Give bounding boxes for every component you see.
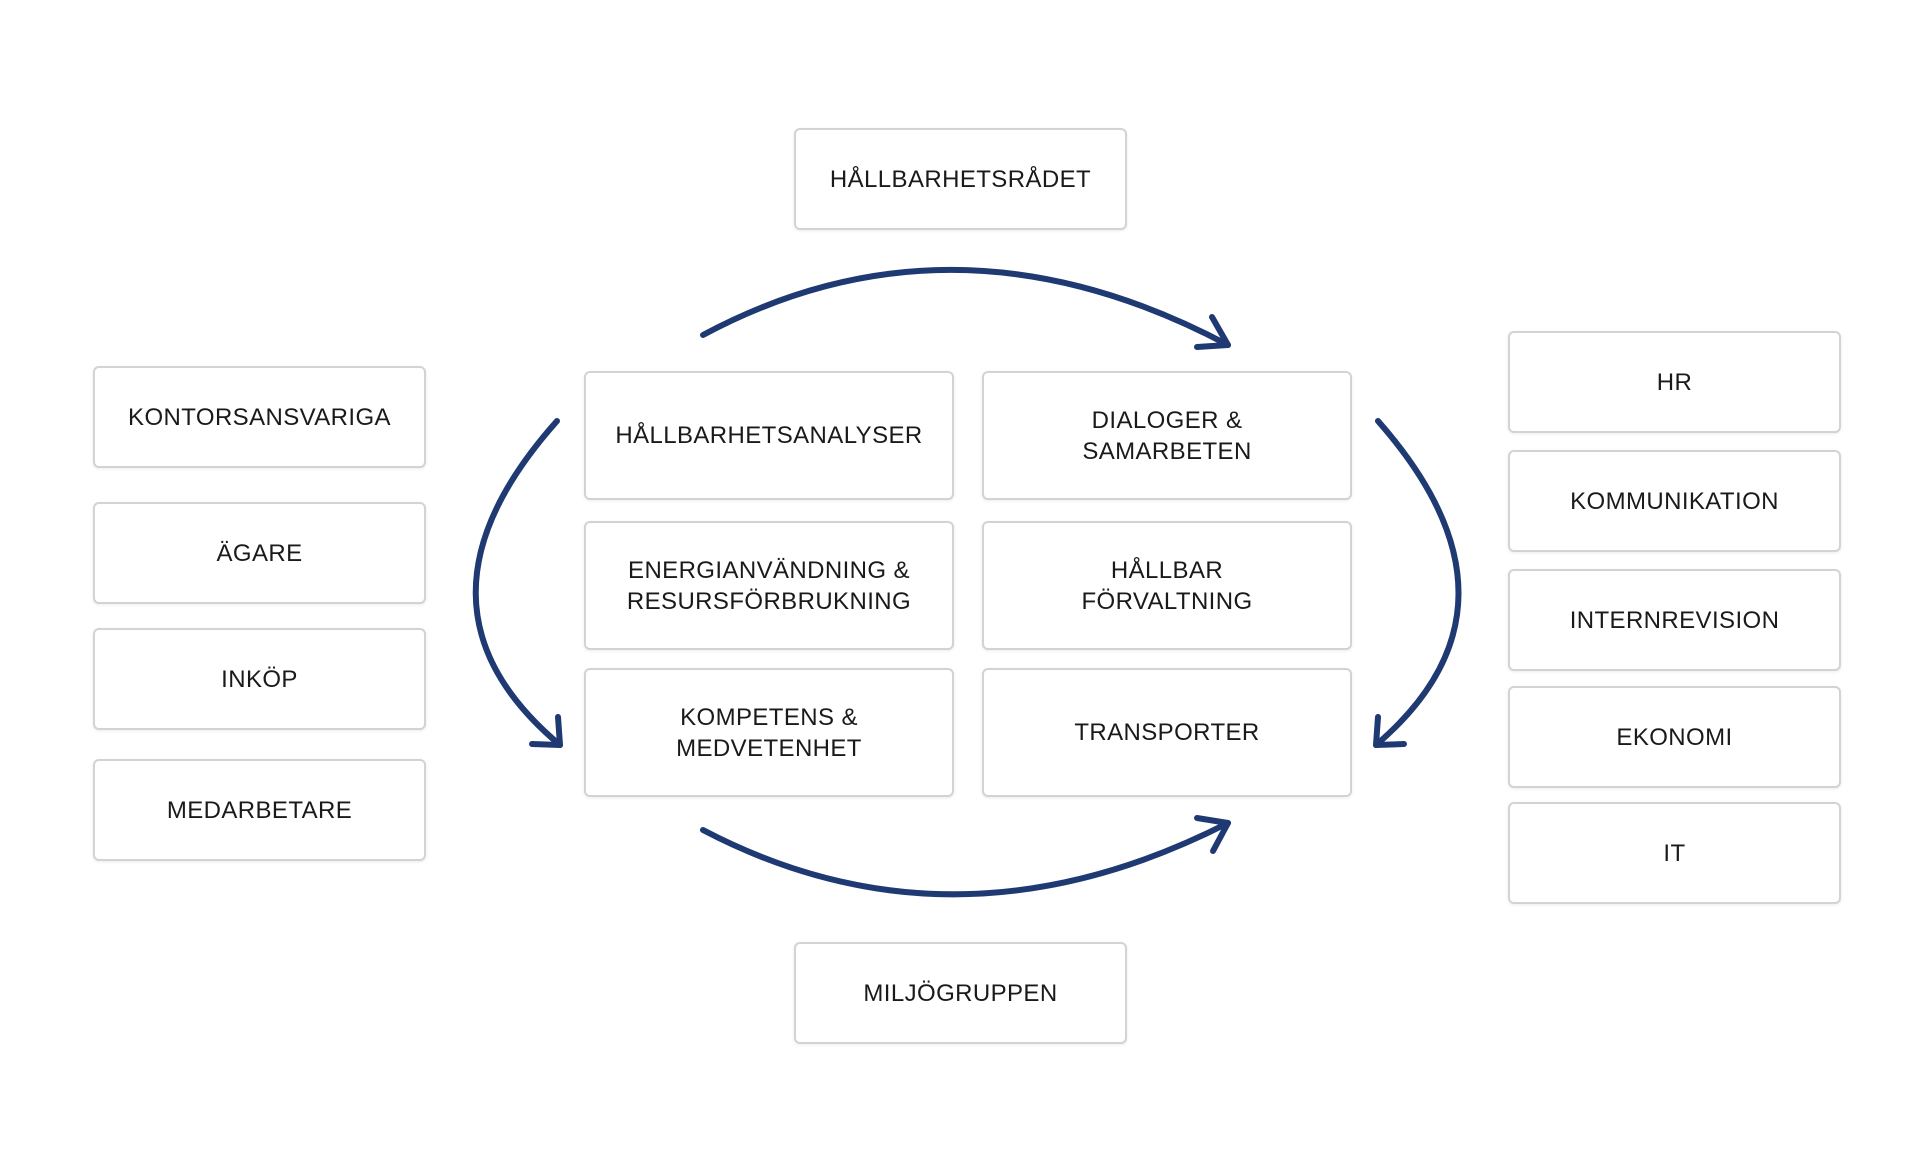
medarbetare-box: MEDARBETARE — [93, 759, 426, 861]
ekonomi-box: EKONOMI — [1508, 686, 1841, 788]
inkop-box: INKÖP — [93, 628, 426, 730]
kompetens-medvetenhet-box: KOMPETENS & MEDVETENHET — [584, 668, 954, 797]
energianvandning-box: ENERGIANVÄNDNING & RESURSFÖRBRUKNING — [584, 521, 954, 650]
kompetens-medvetenhet-label: KOMPETENS & MEDVETENHET — [676, 703, 862, 762]
agare-label: ÄGARE — [216, 539, 303, 567]
internrevision-box: INTERNREVISION — [1508, 569, 1841, 671]
arrow-right — [1373, 418, 1462, 748]
kontorsansvariga-box: KONTORSANSVARIGA — [93, 366, 426, 468]
it-label: IT — [1663, 839, 1686, 867]
dialoger-samarbeten-box: DIALOGER & SAMARBETEN — [982, 371, 1352, 500]
arrow-top — [700, 267, 1231, 348]
hallbarhetsanalyser-box: HÅLLBARHETSANALYSER — [584, 371, 954, 500]
arrow-left — [472, 418, 563, 748]
hallbarhetsanalyser-label: HÅLLBARHETSANALYSER — [615, 422, 923, 449]
hallbar-forvaltning-label: HÅLLBAR FÖRVALTNING — [1081, 556, 1253, 615]
medarbetare-label: MEDARBETARE — [166, 796, 353, 824]
kontorsansvariga-label: KONTORSANSVARIGA — [128, 403, 391, 431]
hallbarhetsradet-label: HÅLLBARHETSRÅDET — [829, 165, 1092, 193]
miljogruppen-label: MILJÖGRUPPEN — [863, 979, 1058, 1007]
arrowhead-bottom — [1194, 815, 1231, 854]
arrowhead-right — [1373, 714, 1407, 748]
hr-label: HR — [1656, 368, 1693, 396]
transporter-label: TRANSPORTER — [1074, 719, 1260, 746]
internrevision-label: INTERNREVISION — [1569, 606, 1780, 634]
energianvandning-label: ENERGIANVÄNDNING & RESURSFÖRBRUKNING — [626, 556, 912, 615]
arrow-bottom — [700, 820, 1231, 898]
miljogruppen-box: MILJÖGRUPPEN — [794, 942, 1127, 1044]
hr-box: HR — [1508, 331, 1841, 433]
kommunikation-label: KOMMUNIKATION — [1570, 487, 1779, 515]
ekonomi-label: EKONOMI — [1616, 723, 1733, 751]
inkop-label: INKÖP — [221, 665, 298, 693]
it-box: IT — [1508, 802, 1841, 904]
hallbarhetsradet-box: HÅLLBARHETSRÅDET — [794, 128, 1127, 230]
arrowhead-left — [529, 714, 563, 748]
kommunikation-box: KOMMUNIKATION — [1508, 450, 1841, 552]
agare-box: ÄGARE — [93, 502, 426, 604]
hallbar-forvaltning-box: HÅLLBAR FÖRVALTNING — [982, 521, 1352, 650]
dialoger-samarbeten-label: DIALOGER & SAMARBETEN — [1082, 406, 1252, 465]
arrowhead-top — [1194, 314, 1231, 350]
transporter-box: TRANSPORTER — [982, 668, 1352, 797]
